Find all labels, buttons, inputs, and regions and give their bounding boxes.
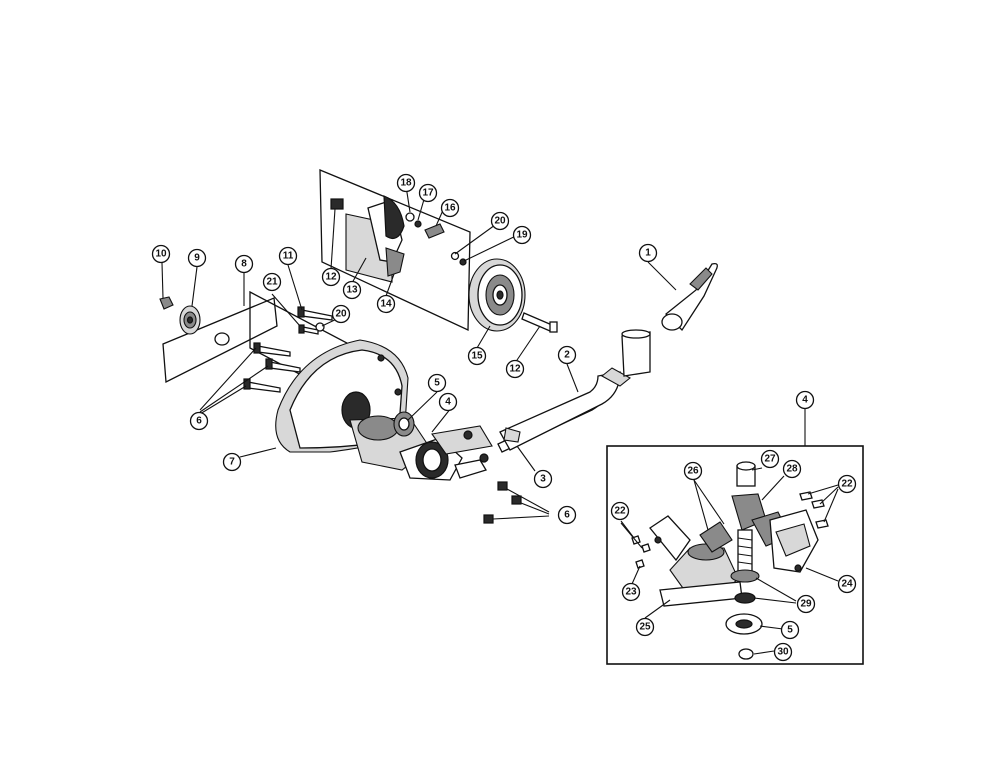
guard-screws <box>243 342 301 393</box>
callout-9: 9 <box>187 248 207 268</box>
gearbox-nuts <box>483 481 522 524</box>
svg-text:19: 19 <box>516 230 528 241</box>
svg-text:22: 22 <box>614 506 626 517</box>
callout-20-bracket: 20 <box>490 211 510 231</box>
svg-text:25: 25 <box>639 622 651 633</box>
callout-30: 30 <box>773 642 793 662</box>
callout-21: 21 <box>262 272 282 292</box>
svg-text:7: 7 <box>229 457 235 468</box>
svg-text:12: 12 <box>509 364 521 375</box>
svg-text:22: 22 <box>841 479 853 490</box>
svg-text:30: 30 <box>777 647 789 658</box>
svg-text:24: 24 <box>841 579 853 590</box>
callout-26: 26 <box>683 461 703 481</box>
callout-10: 10 <box>151 244 171 264</box>
callout-1: 1 <box>638 243 658 263</box>
callout-11: 11 <box>278 246 298 266</box>
callout-15: 15 <box>467 346 487 366</box>
callout-13: 13 <box>342 280 362 300</box>
svg-text:29: 29 <box>800 599 812 610</box>
blade-nut <box>159 296 174 310</box>
callout-12-bracket: 12 <box>321 267 341 287</box>
callout-3: 3 <box>533 469 553 489</box>
svg-text:27: 27 <box>764 454 776 465</box>
handle-grip <box>661 262 718 332</box>
bearing <box>393 411 415 437</box>
callout-29: 29 <box>796 594 816 614</box>
svg-text:18: 18 <box>400 178 412 189</box>
callout-22-right: 22 <box>837 474 857 494</box>
svg-text:10: 10 <box>155 249 167 260</box>
callout-28: 28 <box>782 459 802 479</box>
svg-text:11: 11 <box>283 251 294 262</box>
callout-12-axle: 12 <box>505 359 525 379</box>
svg-text:21: 21 <box>266 277 278 288</box>
callout-7: 7 <box>222 452 242 472</box>
svg-text:2: 2 <box>564 350 570 361</box>
svg-text:16: 16 <box>444 203 456 214</box>
svg-text:9: 9 <box>194 253 200 264</box>
svg-text:4: 4 <box>802 395 808 406</box>
svg-text:23: 23 <box>625 587 637 598</box>
callout-27: 27 <box>760 449 780 469</box>
svg-text:12: 12 <box>325 272 337 283</box>
callout-20-guard: 20 <box>331 304 351 324</box>
wheel-bracket-assembly <box>319 169 471 332</box>
callout-24: 24 <box>837 574 857 594</box>
svg-text:13: 13 <box>346 285 358 296</box>
svg-text:4: 4 <box>445 397 451 408</box>
blade-washer <box>179 305 201 335</box>
axle-bolt <box>521 312 558 333</box>
callout-5-detail: 5 <box>780 620 800 640</box>
callout-8: 8 <box>234 254 254 274</box>
callout-6-right: 6 <box>557 505 577 525</box>
gearbox <box>349 415 493 481</box>
wheel <box>468 258 526 332</box>
svg-text:28: 28 <box>786 464 798 475</box>
callout-4: 4 <box>438 392 458 412</box>
svg-text:6: 6 <box>196 416 202 427</box>
handle-coupler <box>621 329 651 377</box>
svg-text:1: 1 <box>645 248 651 259</box>
callout-17: 17 <box>418 183 438 203</box>
callout-16: 16 <box>440 198 460 218</box>
svg-text:15: 15 <box>471 351 483 362</box>
callout-18: 18 <box>396 173 416 193</box>
svg-text:8: 8 <box>241 259 247 270</box>
callout-23: 23 <box>621 582 641 602</box>
callout-14: 14 <box>376 294 396 314</box>
upper-screws <box>297 306 333 335</box>
blade-plate <box>162 297 278 384</box>
callout-4-detail: 4 <box>795 390 815 410</box>
svg-text:5: 5 <box>434 378 440 389</box>
svg-text:17: 17 <box>422 188 434 199</box>
callout-19: 19 <box>512 225 532 245</box>
drive-shaft-tube <box>497 367 631 453</box>
svg-text:20: 20 <box>335 309 347 320</box>
svg-text:6: 6 <box>564 510 570 521</box>
callout-22-left: 22 <box>610 501 630 521</box>
svg-text:26: 26 <box>687 466 699 477</box>
svg-text:20: 20 <box>494 216 506 227</box>
svg-text:5: 5 <box>787 625 793 636</box>
svg-text:14: 14 <box>380 299 392 310</box>
callout-6-left: 6 <box>189 411 209 431</box>
callout-2: 2 <box>557 345 577 365</box>
svg-text:3: 3 <box>540 474 546 485</box>
callout-5: 5 <box>427 373 447 393</box>
callout-25: 25 <box>635 617 655 637</box>
